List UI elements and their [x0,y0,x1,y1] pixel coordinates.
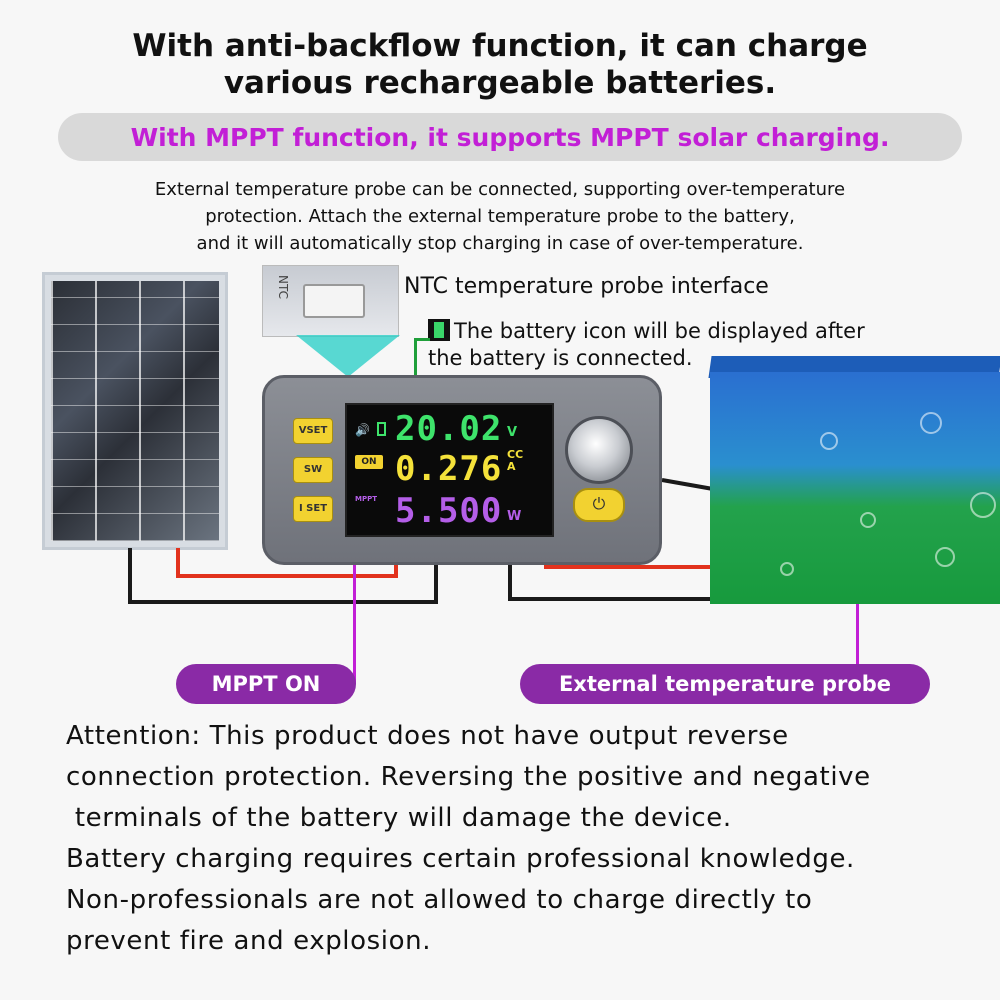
battery-icon-pointer [414,338,417,408]
attention-line-6: prevent fire and explosion. [66,926,432,956]
battery-icon-note: The battery icon will be displayed after… [428,318,948,372]
solar-panel-image [42,272,228,550]
attention-line-2: connection protection. Reversing the pos… [66,762,871,792]
ntc-connector-label: NTC [275,275,290,299]
lcd-screen: 🔊 20.02 V ON 0.276 CC A MPPT 5.500 W [345,403,554,537]
controller-device: VSET SW I SET 🔊 20.02 V ON 0.276 CC A MP… [262,375,662,565]
battery-icon-note-line-2: the battery is connected. [428,346,693,370]
voltage-reading: 20.02 [395,409,503,449]
attention-line-3: terminals of the battery will damage the… [66,803,732,833]
vset-button[interactable]: VSET [293,418,333,444]
current-reading: 0.276 [395,449,503,489]
sw-button[interactable]: SW [293,457,333,483]
battery-wire-pos-run [544,565,744,569]
probe-description: External temperature probe can be connec… [30,176,970,257]
bubble [780,562,794,576]
solar-wire-neg-up [434,555,438,604]
mppt-on-leader [353,484,356,684]
external-probe-callout: External temperature probe [520,664,930,704]
power-reading: 5.500 [395,491,503,531]
power-unit: W [507,509,522,524]
headline-line-2: various rechargeable batteries. [223,65,777,101]
mppt-banner: With MPPT function, it supports MPPT sol… [58,113,962,161]
cc-mode-label: CC [507,448,524,461]
mppt-on-callout: MPPT ON [176,664,356,704]
battery-image [710,372,1000,604]
ntc-pointer-beam [296,335,400,377]
probe-description-line-2: protection. Attach the external temperat… [205,206,795,227]
ntc-plug [303,284,365,318]
bubble [820,432,838,450]
speaker-icon: 🔊 [355,423,370,437]
bubble [970,492,996,518]
current-unit: CC A [507,449,523,473]
battery-icon-note-line-1: The battery icon will be displayed after [454,319,865,343]
battery-wire-neg-down [508,555,512,601]
probe-description-line-3: and it will automatically stop charging … [196,233,804,254]
battery-wire-neg-run [508,597,783,601]
solar-wire-neg-run [128,600,438,604]
solar-cells [51,281,219,541]
iset-button[interactable]: I SET [293,496,333,522]
ntc-caption: NTC temperature probe interface [404,274,769,299]
solar-wire-neg [128,548,132,604]
amp-unit-label: A [507,460,516,473]
bubble [920,412,942,434]
mppt-tag: MPPT [355,495,378,503]
headline-line-1: With anti-backflow function, it can char… [132,28,868,64]
headline: With anti-backflow function, it can char… [0,28,1000,102]
probe-description-line-1: External temperature probe can be connec… [154,179,846,200]
attention-line-4: Battery charging requires certain profes… [66,844,855,874]
mppt-banner-text: With MPPT function, it supports MPPT sol… [130,122,890,152]
solar-wire-pos-run [176,574,398,578]
rotary-knob[interactable] [565,416,633,484]
screen-battery-icon [377,422,386,436]
voltage-unit: V [507,425,518,440]
battery-icon [428,319,450,341]
attention-line-1: Attention: This product does not have ou… [66,721,789,751]
attention-notice: Attention: This product does not have ou… [66,716,986,962]
ntc-connector-image: NTC [262,265,399,337]
bubble [860,512,876,528]
on-status-tag: ON [355,455,383,469]
battery-icon-pointer-tick [414,338,430,341]
bubble [935,547,955,567]
solar-wire-pos-up [394,555,398,578]
solar-wire-pos [176,548,180,578]
power-icon: ⏻ [592,494,606,513]
power-button[interactable]: ⏻ [573,488,625,522]
attention-line-5: Non-professionals are not allowed to cha… [66,885,813,915]
